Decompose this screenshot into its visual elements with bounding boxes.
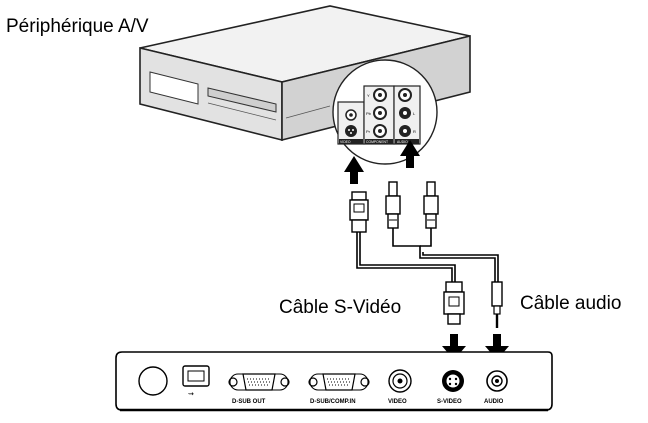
audio-rca-plug-left [385, 181, 401, 229]
dsub-out-port [228, 373, 290, 391]
port-label-pr: Pr [366, 129, 371, 134]
svideo-plug-projector-end [443, 281, 465, 325]
device-connector-panel: Y Pb Pr L R VIDEO COMPONENT AUDIO [332, 59, 438, 165]
port-label-video: VIDEO [388, 399, 407, 405]
projector-video-port [388, 369, 412, 393]
projector-foot [138, 366, 168, 396]
projector-rear-panel: ⇝ D-SUB OUT D-SUB/COMP.IN [115, 351, 553, 412]
av-device-label: Périphérique A/V [6, 16, 149, 37]
port-label-y: Y [367, 93, 370, 98]
projector-audio-port [486, 370, 508, 392]
arrow-into-device-audio [400, 140, 420, 168]
port-label-dsub-comp-in: D-SUB/COMP.IN [310, 399, 356, 405]
cables [356, 228, 499, 282]
arrow-into-device-svideo [344, 156, 364, 184]
port-label-dsub-out: D-SUB OUT [232, 399, 266, 405]
port-label-l: L [413, 111, 416, 116]
device-svideo-jack [345, 125, 357, 137]
audio-mini-plug [491, 281, 503, 328]
svideo-plug-device-end [349, 191, 369, 233]
port-label-s-video: S-VIDEO [437, 399, 462, 405]
device-port-component-label: COMPONENT [366, 140, 388, 144]
audio-cable-label: Câble audio [520, 293, 622, 314]
usb-icon: ⇝ [188, 391, 194, 398]
device-port-video-label: VIDEO [340, 140, 351, 144]
audio-rca-plug-right [423, 181, 439, 229]
port-label-audio: AUDIO [484, 399, 504, 405]
svideo-cable-label: Câble S-Vidéo [279, 297, 402, 318]
dsub-comp-in-port [308, 373, 370, 391]
arrow-into-projector-svideo [442, 334, 466, 360]
projector-svideo-port [442, 370, 464, 392]
port-label-r: R [413, 129, 416, 134]
device-port-audio-label: AUDIO [397, 140, 408, 144]
port-label-pb: Pb [366, 111, 372, 116]
arrow-into-projector-audio [485, 334, 509, 360]
